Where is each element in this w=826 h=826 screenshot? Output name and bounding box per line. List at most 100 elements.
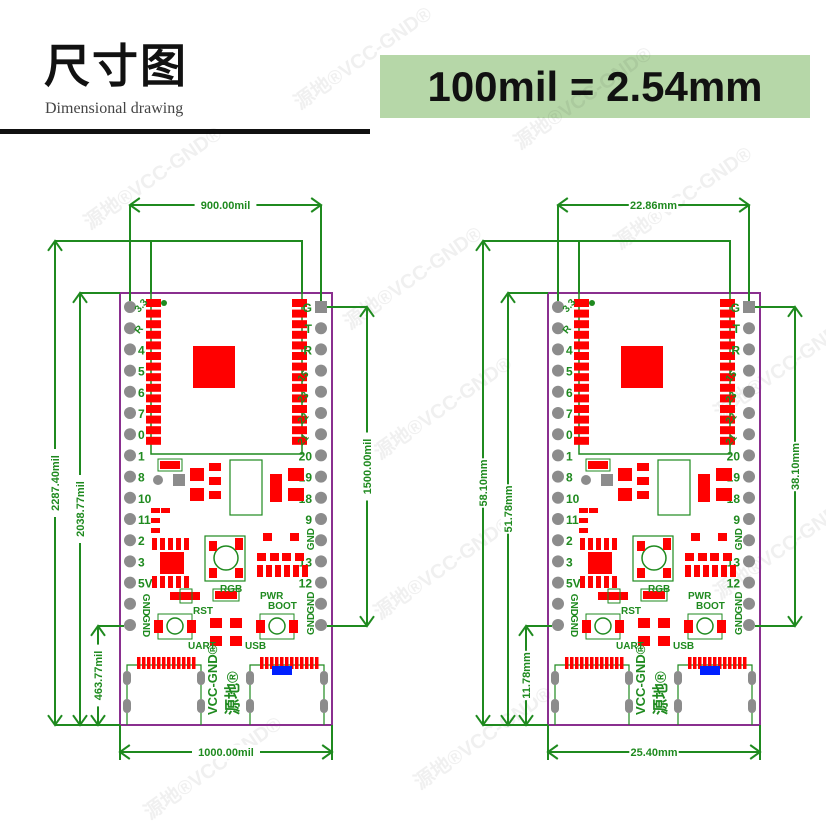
usb-pin <box>152 657 156 669</box>
header-pin-left <box>124 428 136 441</box>
module-pad-right <box>720 352 735 360</box>
arrowhead <box>47 239 63 252</box>
header-pin-left <box>552 619 564 631</box>
button-pad <box>717 620 726 633</box>
usb-shell-pad <box>197 699 205 713</box>
usb-pin <box>280 657 284 669</box>
pad <box>190 488 204 501</box>
pad <box>638 618 650 628</box>
usb-shell-pad <box>123 699 131 713</box>
usb-shell-pad <box>748 699 756 713</box>
arrowhead <box>475 239 491 252</box>
usb-pin <box>137 657 141 669</box>
usb-pin <box>713 657 717 669</box>
usb-pin <box>615 657 619 669</box>
usb-pin <box>275 657 279 669</box>
usb-pin <box>575 657 579 669</box>
arrowhead <box>90 624 106 637</box>
usb-pin <box>142 657 146 669</box>
module-pad-left <box>574 362 589 371</box>
led-pad <box>215 591 237 599</box>
smd-resistor <box>302 565 308 577</box>
usb-shell-pad <box>674 699 682 713</box>
pad <box>637 541 645 551</box>
pin-label-right: GND <box>734 613 745 635</box>
smd-pad <box>718 533 727 541</box>
usb-pin <box>162 657 166 669</box>
pin-label-right: GND <box>734 592 745 614</box>
smd-resistor <box>694 565 700 577</box>
board-outline <box>547 292 761 726</box>
arrowhead <box>321 744 334 760</box>
diode-outline <box>179 588 193 604</box>
pin-label-left: GND <box>140 615 151 637</box>
ic-pin <box>176 576 181 588</box>
pin-label-left: 4 <box>138 343 145 357</box>
pin-label-right: 21 <box>296 432 312 448</box>
dim-board-width: 1000.00mil <box>118 744 334 760</box>
dim-pin-span-width: 22.86mm <box>556 197 751 213</box>
usb-pin <box>580 657 584 669</box>
label-bg <box>192 745 260 759</box>
usb-pin <box>295 657 299 669</box>
usb-shell-pad <box>674 671 682 685</box>
usb-pin <box>570 657 574 669</box>
arrowhead <box>310 197 323 213</box>
pin-label-right: R <box>731 343 740 357</box>
usb-shell-pad <box>551 699 559 713</box>
module-pad-left <box>146 415 161 424</box>
dimension-label: 25.40mm <box>630 747 677 759</box>
pin1-marker <box>589 300 595 306</box>
pin-label-right: GND <box>306 592 317 614</box>
usb-pin <box>595 657 599 669</box>
header-pin-right <box>315 385 327 398</box>
arrowhead <box>546 744 559 760</box>
module-pad-right <box>292 426 307 435</box>
usb-pin <box>723 657 727 669</box>
module-pad-right <box>292 405 307 413</box>
header-pin-left <box>124 597 136 610</box>
header-pin-left <box>552 385 564 398</box>
header-pin-right <box>315 343 327 356</box>
usb-pin <box>147 657 151 669</box>
smd-pad <box>710 553 719 561</box>
label-bg <box>519 650 533 701</box>
pin-label-right: T <box>733 322 741 336</box>
module-pad-right <box>720 373 735 382</box>
dim-pin-row-length: 1500.00mil <box>359 305 375 628</box>
usb-pin <box>305 657 309 669</box>
smd-pad <box>691 533 700 541</box>
header-pin-right <box>743 364 755 377</box>
pin-label-left: 10 <box>566 492 580 506</box>
ic-pin <box>580 538 585 550</box>
pin-label-left: 6 <box>566 386 573 400</box>
module-pad-left <box>146 309 161 318</box>
header-pin-left <box>552 343 564 356</box>
antenna-keepout-line <box>150 240 303 293</box>
blue-led <box>272 666 292 675</box>
rst-button <box>166 617 184 635</box>
pin-label-right: 12 <box>299 577 313 591</box>
module-pad-right <box>292 373 307 382</box>
pin-label-right: GND <box>734 528 745 550</box>
header-pin-right <box>743 534 755 547</box>
header-pin-left <box>124 322 136 335</box>
smd-pad <box>698 553 707 561</box>
header-pin-right <box>743 449 755 462</box>
test-point <box>153 475 163 485</box>
pin-label-left: 4 <box>566 343 573 357</box>
usb-pin <box>167 657 171 669</box>
module-pad-left <box>146 352 161 360</box>
uart-usb-connector <box>126 664 202 725</box>
usb-pin <box>743 657 747 669</box>
header-pin-right <box>743 428 755 441</box>
label-bg <box>629 745 679 759</box>
ic-pin <box>176 538 181 550</box>
ic-pin <box>580 576 585 588</box>
module-pad-right <box>720 362 735 371</box>
rst-button <box>594 617 612 635</box>
arrowhead <box>500 714 516 727</box>
arrowhead <box>47 714 63 727</box>
ic-pin <box>612 576 617 588</box>
usb-pin <box>172 657 176 669</box>
